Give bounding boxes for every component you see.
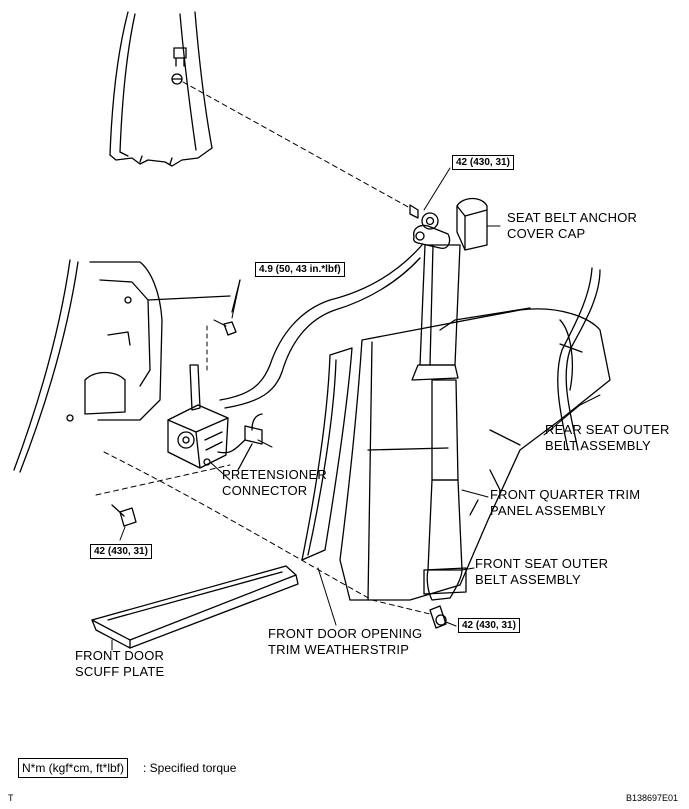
belt-to-retractor bbox=[219, 244, 423, 409]
label-anchor-cover-cap: SEAT BELT ANCHOR COVER CAP bbox=[507, 210, 637, 242]
figure-id: B138697E01 bbox=[626, 793, 679, 803]
label-weather-line1: FRONT DOOR OPENING bbox=[268, 626, 423, 641]
label-weather-line2: TRIM WEATHERSTRIP bbox=[268, 642, 410, 657]
guide-line-upper bbox=[182, 81, 411, 209]
guide-line-lower bbox=[103, 451, 431, 615]
label-rear-seat-outer-belt: REAR SEAT OUTER BELT ASSEMBLY bbox=[545, 422, 670, 454]
center-pillar-upper bbox=[109, 11, 213, 167]
weatherstrip bbox=[301, 347, 353, 561]
torque-upper-anchor: 42 (430, 31) bbox=[452, 155, 514, 170]
label-rear-outer-line2: BELT ASSEMBLY bbox=[545, 438, 651, 453]
torque-left-bolt: 42 (430, 31) bbox=[90, 544, 152, 559]
label-rear-outer-line1: REAR SEAT OUTER bbox=[545, 422, 670, 437]
legend-meaning: : Specified torque bbox=[143, 761, 237, 775]
guide-line-left-bolt bbox=[95, 464, 231, 496]
label-scuff-plate: FRONT DOOR SCUFF PLATE bbox=[75, 648, 164, 680]
label-anchor-cover-line2: COVER CAP bbox=[507, 226, 586, 241]
lower-pillar bbox=[13, 259, 231, 473]
scuff-plate bbox=[91, 565, 299, 649]
label-pretensioner-connector: PRETENSIONER CONNECTOR bbox=[222, 467, 327, 499]
label-scuff-line1: FRONT DOOR bbox=[75, 648, 165, 663]
label-front-quarter-trim: FRONT QUARTER TRIM PANEL ASSEMBLY bbox=[490, 487, 640, 519]
upper-anchor bbox=[409, 204, 451, 249]
anchor-cover-cap bbox=[456, 197, 488, 251]
label-front-outer-line1: FRONT SEAT OUTER bbox=[475, 556, 609, 571]
belt-webbing bbox=[411, 244, 467, 601]
rear-seat-belt bbox=[557, 267, 601, 451]
lower-anchor-bolt bbox=[429, 605, 447, 629]
label-quarter-line2: PANEL ASSEMBLY bbox=[490, 503, 606, 518]
torque-lower-anchor: 42 (430, 31) bbox=[458, 618, 520, 633]
legend-units-box: N*m (kgf*cm, ft*lbf) bbox=[18, 758, 129, 778]
label-front-outer-line2: BELT ASSEMBLY bbox=[475, 572, 581, 587]
retractor-assembly bbox=[167, 364, 229, 469]
label-quarter-line1: FRONT QUARTER TRIM bbox=[490, 487, 641, 502]
label-pretensioner-line1: PRETENSIONER bbox=[222, 467, 327, 482]
left-bolt bbox=[111, 504, 137, 527]
label-front-seat-outer-belt: FRONT SEAT OUTER BELT ASSEMBLY bbox=[475, 556, 608, 588]
label-pretensioner-line2: CONNECTOR bbox=[222, 483, 308, 498]
leader-lines bbox=[111, 167, 601, 651]
label-weatherstrip: FRONT DOOR OPENING TRIM WEATHERSTRIP bbox=[268, 626, 422, 658]
pretensioner-connector bbox=[217, 413, 263, 471]
label-scuff-line2: SCUFF PLATE bbox=[75, 664, 165, 679]
torque-retractor: 4.9 (50, 43 in.*lbf) bbox=[255, 262, 345, 277]
corner-mark: T bbox=[8, 793, 14, 803]
label-anchor-cover-line1: SEAT BELT ANCHOR bbox=[507, 210, 638, 225]
retractor-bolt bbox=[213, 279, 241, 336]
